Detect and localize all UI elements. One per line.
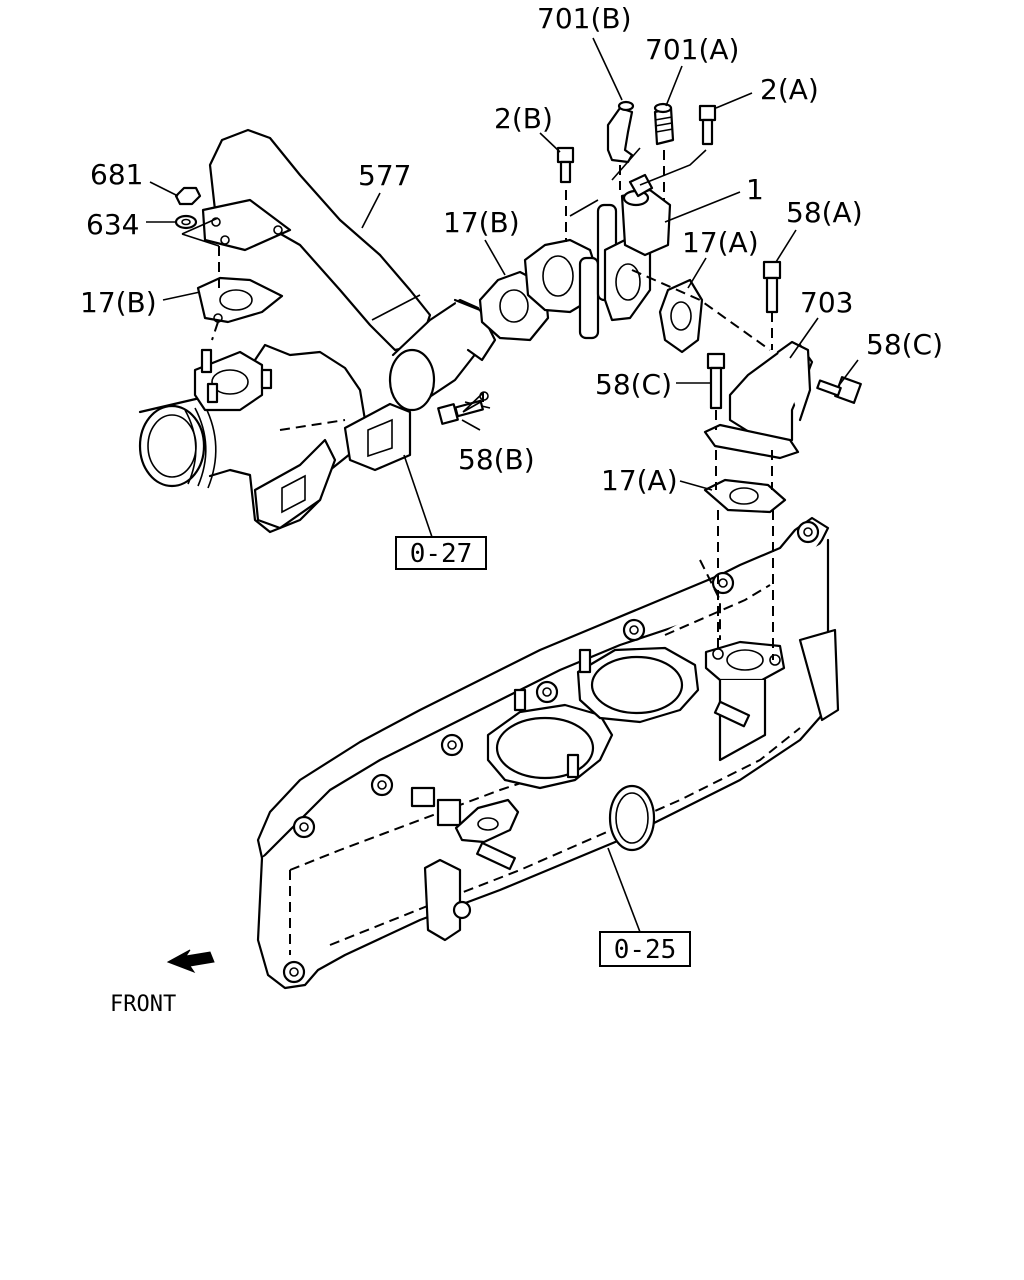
label-17b-left: 17(B)	[80, 286, 157, 319]
leader-lines	[146, 37, 859, 933]
front-indicator: FRONT	[110, 949, 215, 1017]
reference-box-027: 0-27	[395, 536, 487, 570]
bolt-58a	[762, 260, 782, 314]
thermostat-housing	[523, 173, 672, 340]
assembly-lines	[211, 150, 774, 660]
front-label: FRONT	[110, 992, 176, 1017]
nut-681	[174, 186, 202, 206]
pipe-577	[201, 128, 497, 412]
label-2b: 2(B)	[494, 102, 553, 135]
fitting-701a	[653, 102, 675, 146]
label-681: 681	[90, 158, 143, 191]
label-58a: 58(A)	[786, 196, 863, 229]
bolt-2b	[556, 146, 575, 184]
label-2a: 2(A)	[760, 73, 819, 106]
reference-box-025: 0-25	[599, 931, 691, 967]
washer-634	[174, 214, 198, 230]
gasket-17b-left	[196, 276, 284, 324]
label-58c-left: 58(C)	[595, 368, 672, 401]
fitting-701b	[606, 100, 635, 164]
label-58c-right: 58(C)	[866, 328, 943, 361]
label-17a-bottom: 17(A)	[601, 464, 678, 497]
label-58b: 58(B)	[458, 443, 535, 476]
bolt-58c-left	[706, 352, 726, 410]
label-634: 634	[86, 208, 139, 241]
connector-lines	[181, 147, 707, 413]
reference-027: 0-27	[410, 539, 473, 569]
label-703: 703	[800, 286, 853, 319]
callout-labels: 701(B) 701(A) 2(A) 2(B) 681 577 634 1 58…	[80, 2, 943, 497]
label-577: 577	[358, 159, 411, 192]
gasket-17a-top	[658, 278, 704, 354]
gasket-17a-bottom	[703, 478, 787, 514]
label-701a: 701(A)	[645, 33, 739, 66]
bolt-2a	[698, 104, 717, 146]
label-17a-top: 17(A)	[682, 226, 759, 259]
reference-025: 0-25	[614, 935, 677, 965]
bolt-58c-right	[816, 376, 862, 404]
label-17b-mid: 17(B)	[443, 206, 520, 239]
front-arrow-icon	[166, 949, 215, 974]
intake-manifold	[256, 516, 840, 990]
label-1: 1	[746, 173, 764, 206]
water-outlet-703	[703, 340, 814, 460]
label-701b: 701(B)	[537, 2, 632, 35]
exhaust-manifold	[138, 343, 412, 534]
